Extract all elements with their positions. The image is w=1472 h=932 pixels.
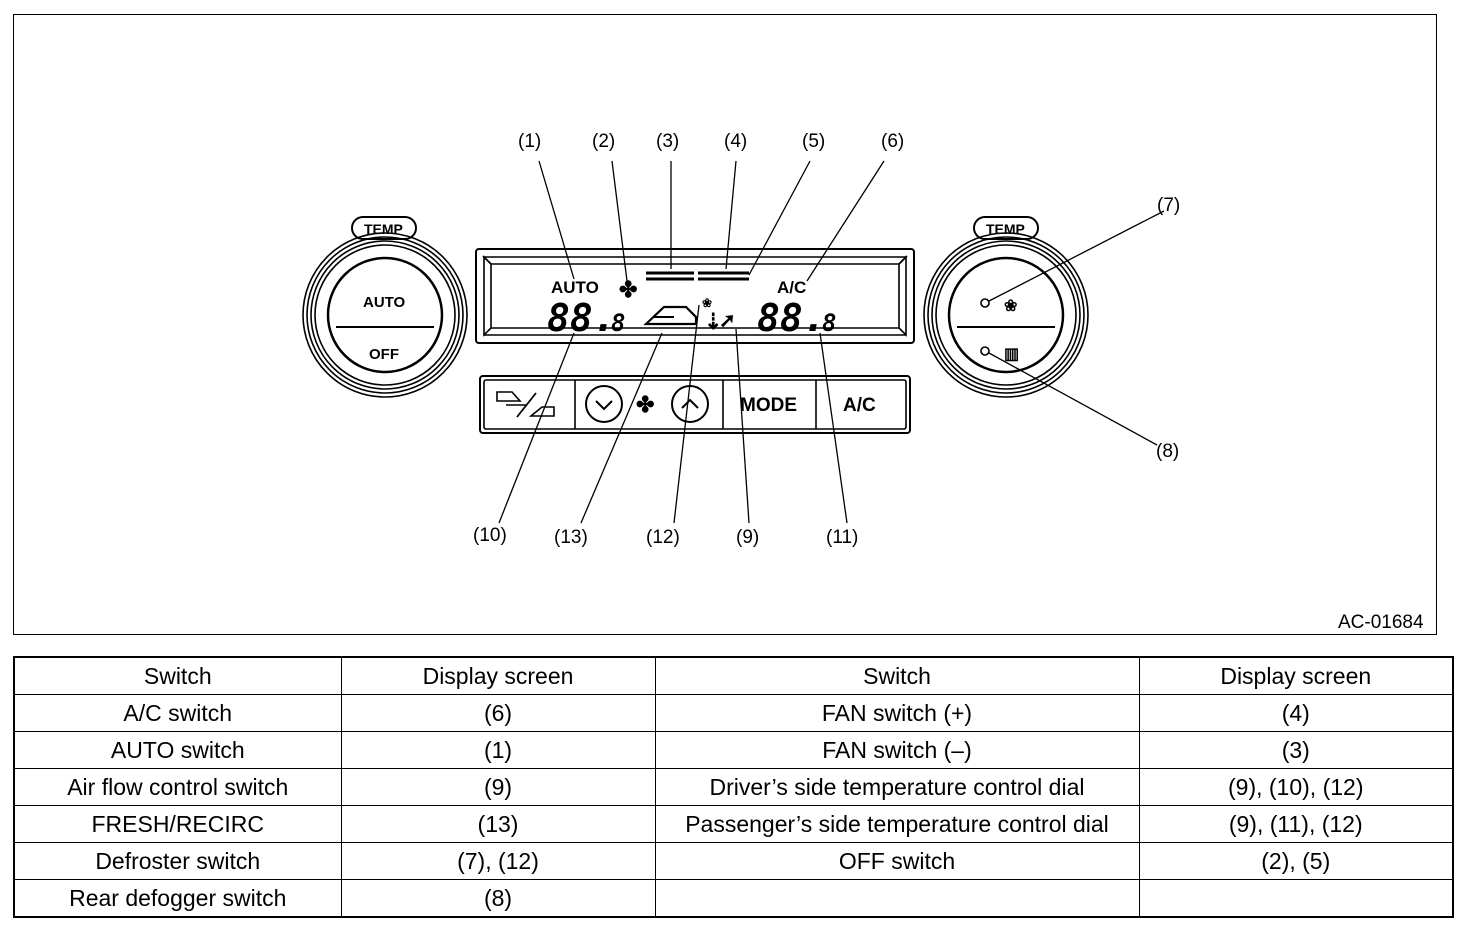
switch-display-table: Switch Display screen Switch Display scr… <box>13 656 1454 918</box>
right-temp-decimal: 8 <box>822 309 836 337</box>
table-row: Rear defogger switch (8) <box>13 879 1454 918</box>
ac-button[interactable]: A/C <box>843 395 876 416</box>
button-strip <box>479 375 911 434</box>
table-row: A/C switch (6) FAN switch (+) (4) <box>13 694 1454 732</box>
callout-3: (3) <box>656 131 679 152</box>
table-cell: FAN switch (+) <box>654 694 1140 732</box>
table-cell: Driver’s side temperature control dial <box>654 768 1140 806</box>
table-cell <box>654 879 1140 918</box>
left-temp-readout: 88. <box>547 296 616 340</box>
right-temp-label: TEMP <box>986 221 1025 237</box>
header-switch: Switch <box>654 656 1140 695</box>
callout-4: (4) <box>724 131 747 152</box>
table-cell: OFF switch <box>654 842 1140 880</box>
header-display-screen: Display screen <box>340 656 656 695</box>
table-cell: FAN switch (–) <box>654 731 1140 769</box>
left-auto-label[interactable]: AUTO <box>363 294 406 311</box>
display-ac-text: A/C <box>777 278 806 297</box>
callout-7: (7) <box>1157 195 1180 216</box>
left-temp-label: TEMP <box>364 221 403 237</box>
header-switch: Switch <box>13 656 342 695</box>
table-cell: (7), (12) <box>340 842 656 880</box>
left-off-label[interactable]: OFF <box>369 346 399 363</box>
table-cell: FRESH/RECIRC <box>13 805 342 843</box>
airflow-person-icon: ⇣ <box>704 309 722 334</box>
table-cell: (3) <box>1138 731 1454 769</box>
table-cell: (1) <box>340 731 656 769</box>
callout-5: (5) <box>802 131 825 152</box>
table-row: AUTO switch (1) FAN switch (–) (3) <box>13 731 1454 769</box>
callout-12: (12) <box>646 527 680 548</box>
table-cell: (9), (11), (12) <box>1138 805 1454 843</box>
table-cell: (6) <box>340 694 656 732</box>
table-cell: Passenger’s side temperature control dia… <box>654 805 1140 843</box>
table-cell: (9), (10), (12) <box>1138 768 1454 806</box>
table-cell: AUTO switch <box>13 731 342 769</box>
display-panel <box>475 248 915 344</box>
table-cell: Defroster switch <box>13 842 342 880</box>
table-cell: (13) <box>340 805 656 843</box>
climate-panel-diagram: AUTO A/C 88. 8 88. 8 ✤ ❀ ⇣ ➚ TEMP AUTO O… <box>302 131 1424 633</box>
callout-11: (11) <box>826 527 858 548</box>
table-row: Air flow control switch (9) Driver’s sid… <box>13 768 1454 806</box>
callout-1: (1) <box>518 131 541 152</box>
left-temp-dial <box>302 216 468 398</box>
left-temp-decimal: 8 <box>611 309 625 337</box>
table-row: FRESH/RECIRC (13) Passenger’s side tempe… <box>13 805 1454 843</box>
callout-13: (13) <box>554 527 588 548</box>
figure-id: AC-01684 <box>1338 612 1424 633</box>
defrost-icon: ❀ <box>702 296 712 310</box>
car-icon <box>643 305 698 326</box>
table-row: Defroster switch (7), (12) OFF switch (2… <box>13 842 1454 880</box>
fan-bars <box>646 271 749 281</box>
callout-2: (2) <box>592 131 615 152</box>
table-header-row: Switch Display screen Switch Display scr… <box>13 656 1454 695</box>
table-cell: A/C switch <box>13 694 342 732</box>
table-cell: (9) <box>340 768 656 806</box>
right-temp-dial <box>923 216 1089 398</box>
callout-8: (8) <box>1156 441 1179 462</box>
table-cell: Air flow control switch <box>13 768 342 806</box>
table-cell <box>1138 879 1454 918</box>
callout-6: (6) <box>881 131 904 152</box>
table-cell: Rear defogger switch <box>13 879 342 918</box>
right-temp-readout: 88. <box>757 296 826 340</box>
fan-icon: ✤ <box>619 277 637 302</box>
table-cell: (4) <box>1138 694 1454 732</box>
table-cell: (8) <box>340 879 656 918</box>
front-defrost-icon[interactable]: ❀ <box>1004 298 1017 315</box>
figure-frame: AUTO A/C 88. 8 88. 8 ✤ ❀ ⇣ ➚ TEMP AUTO O… <box>13 14 1437 635</box>
display-auto-text: AUTO <box>551 278 599 297</box>
fan-button-icon: ✤ <box>636 392 654 417</box>
table-cell: (2), (5) <box>1138 842 1454 880</box>
callout-10: (10) <box>473 525 507 546</box>
airflow-arrow-icon: ➚ <box>719 310 736 332</box>
mode-button[interactable]: MODE <box>740 395 797 416</box>
rear-defog-icon[interactable]: ▥ <box>1004 346 1019 363</box>
leader-lines <box>498 160 1165 524</box>
header-display-screen: Display screen <box>1138 656 1454 695</box>
callout-9: (9) <box>736 527 759 548</box>
